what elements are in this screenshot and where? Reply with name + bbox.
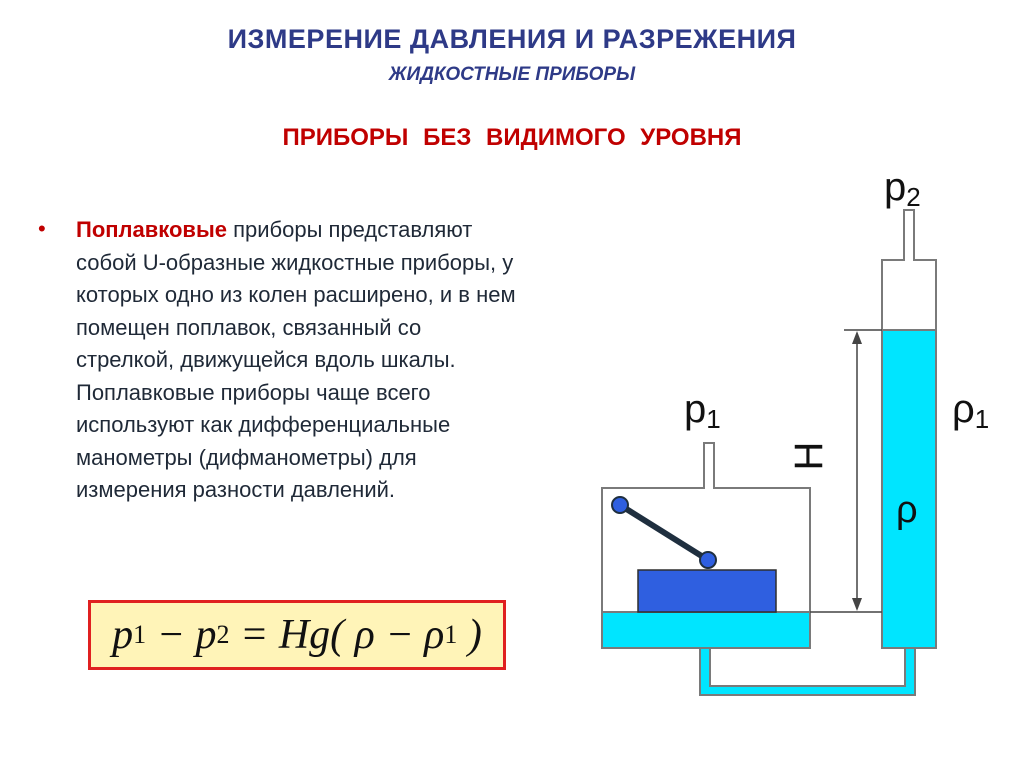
float (637, 569, 777, 613)
section-heading: ПРИБОРЫ БЕЗ ВИДИМОГО УРОВНЯ (282, 124, 742, 151)
pointer-joint (699, 551, 717, 569)
description-text: приборы представляют собой U-образные жи… (76, 217, 516, 502)
chamber-liquid (601, 611, 811, 649)
page-title: ИЗМЕРЕНИЕ ДАВЛЕНИЯ И РАЗРЕЖЕНИЯ (227, 24, 797, 54)
formula-rho1-sub: 1 (444, 620, 458, 649)
formula-p2-sub: 2 (216, 620, 230, 649)
right-tube-air (881, 259, 937, 331)
rho-label: ρ (896, 489, 918, 531)
right-tube-liquid (881, 329, 937, 649)
formula-rho: ρ (354, 612, 375, 658)
formula-minus-2: − (374, 612, 425, 658)
highlight-term: Поплавковые (76, 217, 227, 242)
h-label: H (787, 442, 831, 471)
formula-p1: p (112, 612, 134, 658)
h-arrow-top (852, 331, 862, 344)
pointer-arm (617, 502, 711, 563)
formula-close: ) (457, 612, 482, 658)
formula-hg: Hg( (278, 612, 355, 658)
description-paragraph: Поплавковые приборы представляют собой U… (76, 214, 516, 507)
bullet-marker: • (38, 216, 46, 241)
formula-minus-1: − (146, 612, 196, 658)
page-subtitle: ЖИДКОСТНЫЕ ПРИБОРЫ (388, 64, 636, 85)
rho1-label: ρ1 (952, 387, 989, 434)
formula-rho1: ρ (424, 612, 445, 658)
pointer-pivot (611, 496, 629, 514)
p2-label: p2 (884, 165, 921, 212)
h-arrow-bottom (852, 598, 862, 611)
formula-p2: p (195, 612, 217, 658)
formula-equals: = (229, 612, 279, 658)
formula-p1-sub: 1 (133, 620, 147, 649)
p1-label: p1 (684, 387, 721, 434)
p1-inlet-stem (703, 442, 715, 489)
connecting-tube (699, 647, 916, 696)
p2-inlet-stem (903, 209, 915, 261)
float-manometer-diagram: p2 p1 ρ1 ρ H (601, 165, 989, 696)
